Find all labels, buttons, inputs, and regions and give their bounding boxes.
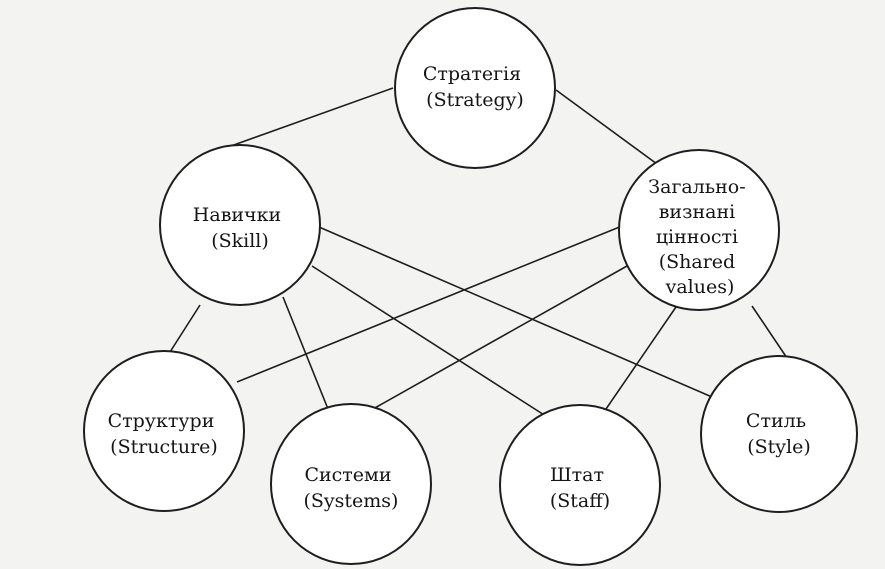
node-systems-circle <box>270 403 432 565</box>
node-staff-line: Штат <box>550 464 604 486</box>
node-style-label: Стиль (Style) <box>746 410 812 458</box>
node-style: Стиль (Style) <box>700 355 858 513</box>
node-staff-circle <box>499 404 661 566</box>
connector-skill-staff <box>311 265 553 421</box>
node-shared-values-line: Загально- <box>648 176 745 198</box>
node-skill: Навички (Skill) <box>159 144 321 306</box>
connectors <box>169 87 788 421</box>
connector-strategy-shared <box>555 89 658 165</box>
node-structure: Структури (Structure) <box>83 350 245 512</box>
connector-skill-systems <box>282 296 329 410</box>
node-skill-label: Навички (Skill) <box>193 204 287 252</box>
node-strategy: Стратегія (Strategy) <box>394 7 556 169</box>
node-systems-line: (Systems) <box>304 490 399 512</box>
node-staff: Штат (Staff) <box>499 404 661 566</box>
node-strategy-label: Стратегія (Strategy) <box>423 63 527 111</box>
node-shared-values: Загально- визнані цінності (Shared value… <box>618 149 780 311</box>
connector-skill-structure <box>169 304 201 353</box>
node-structure-circle <box>83 350 245 512</box>
node-shared-values-line: (Shared <box>659 251 735 273</box>
node-strategy-circle <box>394 7 556 169</box>
node-structure-line: Структури <box>108 410 215 432</box>
node-strategy-line: Стратегія <box>423 63 521 85</box>
connector-shared-structure <box>236 225 623 383</box>
connector-shared-systems <box>372 265 628 410</box>
node-systems-label: Системи (Systems) <box>304 464 399 512</box>
node-shared-values-circle <box>618 149 780 311</box>
node-structure-line: (Structure) <box>110 436 218 458</box>
node-style-circle <box>700 355 858 513</box>
node-shared-values-line: values) <box>665 276 735 298</box>
node-shared-values-line: визнані <box>659 201 735 223</box>
node-style-line: Стиль <box>746 410 806 432</box>
node-staff-line: (Staff) <box>550 490 610 512</box>
connector-shared-style <box>751 305 788 359</box>
node-systems-line: Системи <box>304 464 391 486</box>
connector-strategy-skill <box>230 87 394 147</box>
node-structure-label: Структури (Structure) <box>108 410 221 458</box>
connector-skill-style <box>318 226 713 398</box>
node-strategy-line: (Strategy) <box>426 89 524 111</box>
node-style-line: (Style) <box>747 436 811 458</box>
node-staff-label: Штат (Staff) <box>550 464 610 512</box>
node-skill-line: Навички <box>193 204 281 226</box>
connector-shared-staff <box>605 306 677 410</box>
node-systems: Системи (Systems) <box>270 403 432 565</box>
node-shared-values-line: цінності <box>656 226 738 248</box>
node-skill-line: (Skill) <box>211 230 269 252</box>
node-skill-circle <box>159 144 321 306</box>
node-shared-values-label: Загально- визнані цінності (Shared value… <box>648 176 751 298</box>
